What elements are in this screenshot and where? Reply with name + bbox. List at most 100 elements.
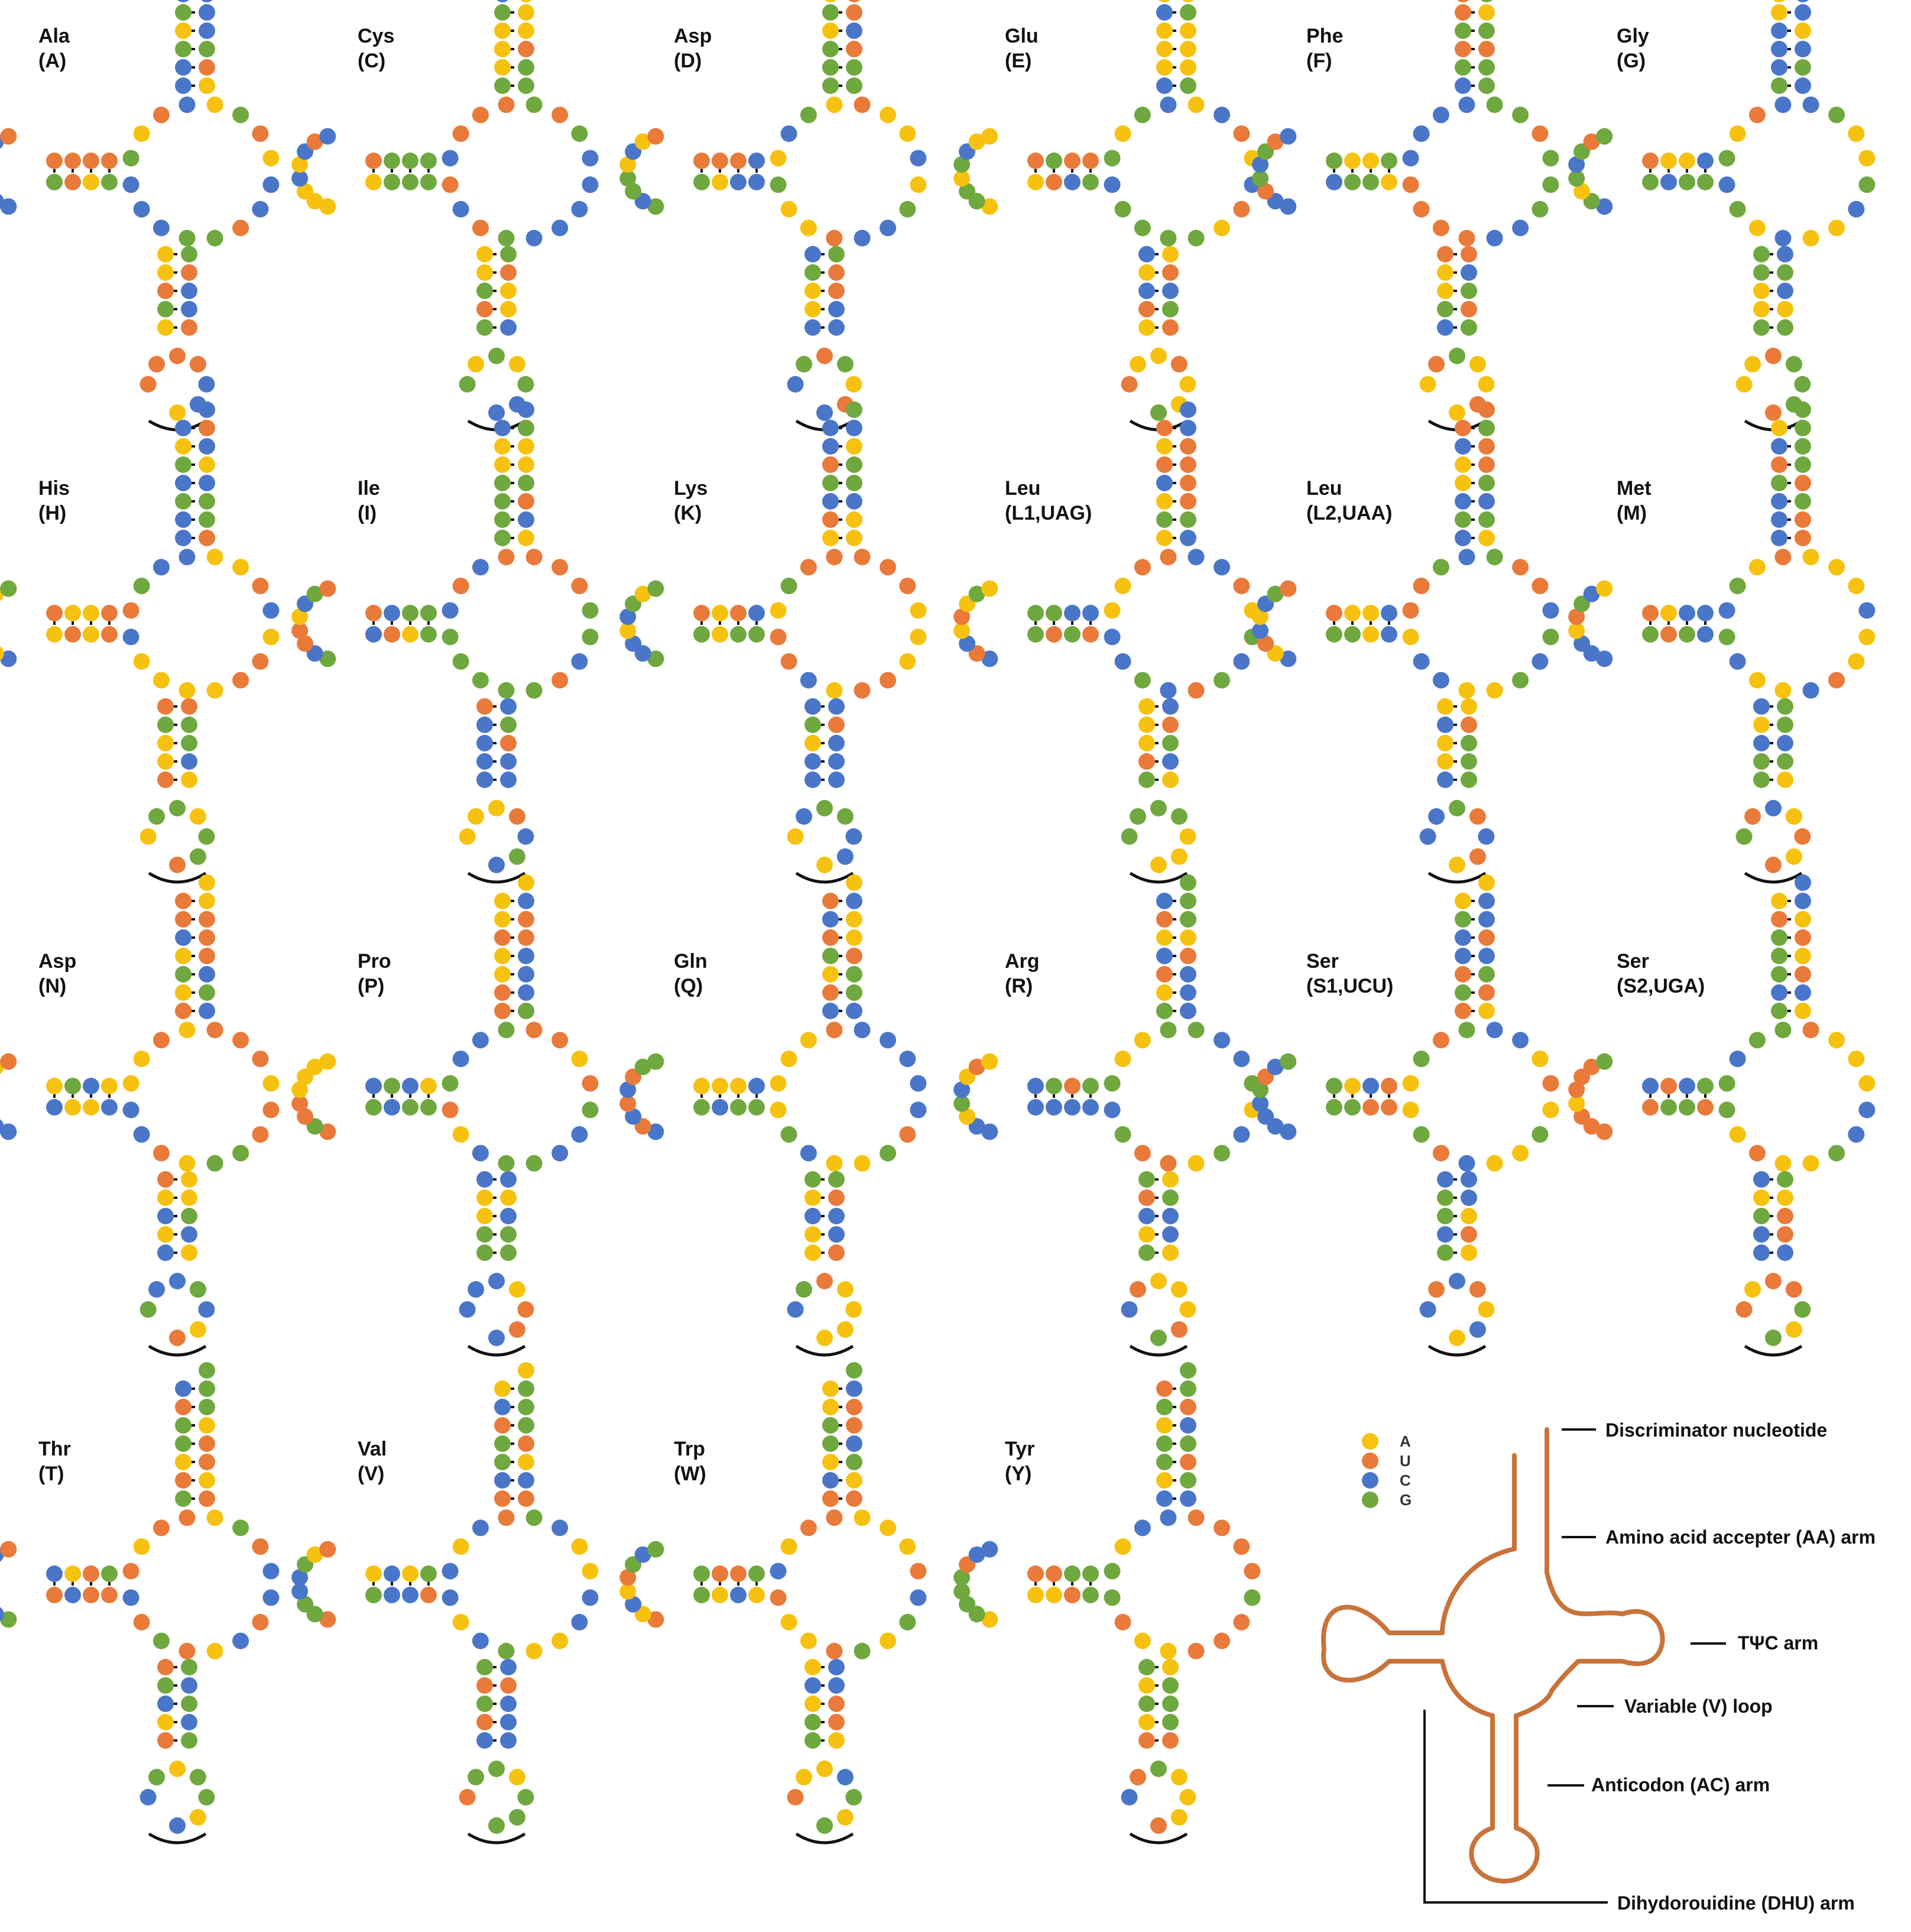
nucleotide bbox=[518, 420, 534, 436]
nucleotide bbox=[1156, 1435, 1173, 1452]
nucleotide bbox=[148, 1281, 166, 1298]
nucleotide bbox=[1162, 1171, 1179, 1188]
nucleotide bbox=[1326, 153, 1342, 169]
nucleotide bbox=[157, 1677, 174, 1694]
trna-label: Ser(S2,UGA) bbox=[1617, 949, 1705, 999]
nucleotide bbox=[0, 1607, 4, 1622]
nucleotide bbox=[1455, 59, 1471, 76]
nucleotide bbox=[1214, 1032, 1231, 1049]
nucleotide bbox=[175, 1472, 192, 1489]
nucleotide bbox=[306, 1058, 323, 1075]
nucleotide bbox=[1771, 475, 1787, 491]
nucleotide bbox=[1802, 229, 1819, 247]
nucleotide bbox=[822, 1417, 839, 1434]
nucleotide bbox=[1130, 1769, 1147, 1786]
trna-code: (T) bbox=[38, 1463, 64, 1485]
nucleotide bbox=[297, 635, 314, 652]
nucleotide bbox=[101, 1587, 118, 1603]
nucleotide bbox=[1381, 626, 1397, 643]
nucleotide bbox=[1104, 150, 1121, 167]
nucleotide bbox=[1188, 1642, 1205, 1659]
nucleotide bbox=[1170, 848, 1188, 865]
nucleotide bbox=[199, 511, 215, 528]
nucleotide bbox=[1419, 376, 1436, 393]
nucleotide bbox=[1437, 1244, 1453, 1261]
nucleotide bbox=[1233, 1613, 1250, 1630]
nucleotide bbox=[46, 174, 63, 190]
trna-structure bbox=[953, 874, 1261, 1357]
nucleotide bbox=[175, 493, 192, 510]
nucleotide bbox=[1027, 1587, 1044, 1603]
nucleotide bbox=[442, 1075, 459, 1092]
nucleotide bbox=[880, 1519, 897, 1536]
nucleotide bbox=[500, 1171, 517, 1188]
nucleotide bbox=[1469, 1281, 1486, 1298]
nucleotide bbox=[181, 1659, 197, 1675]
nucleotide bbox=[169, 1817, 186, 1834]
nucleotide bbox=[1381, 1099, 1397, 1116]
nucleotide bbox=[1795, 4, 1811, 21]
nucleotide bbox=[181, 1732, 197, 1749]
nucleotide bbox=[83, 1099, 99, 1116]
nucleotide bbox=[804, 771, 821, 788]
nucleotide bbox=[1114, 1538, 1131, 1555]
nucleotide bbox=[402, 1099, 418, 1116]
nucleotide bbox=[1478, 475, 1495, 491]
nucleotide bbox=[1362, 1099, 1379, 1116]
nucleotide bbox=[1461, 1189, 1477, 1206]
nucleotide bbox=[780, 125, 797, 142]
schematic-central-ring-bottom bbox=[1440, 1659, 1495, 1718]
nucleotide bbox=[1180, 41, 1196, 57]
nucleotide bbox=[199, 1399, 215, 1415]
nucleotide bbox=[179, 229, 196, 247]
nucleotide bbox=[910, 1101, 927, 1119]
nucleotide bbox=[494, 530, 511, 546]
nucleotide bbox=[846, 1399, 862, 1415]
nucleotide bbox=[157, 1714, 174, 1730]
nucleotide bbox=[262, 602, 280, 619]
nucleotide bbox=[1402, 1075, 1419, 1092]
nucleotide bbox=[828, 753, 845, 770]
nucleotide bbox=[472, 219, 489, 236]
trna-amino-acid: His bbox=[38, 477, 70, 500]
nucleotide bbox=[206, 1155, 223, 1172]
nucleotide bbox=[1214, 672, 1231, 689]
nucleotide bbox=[1138, 1714, 1155, 1730]
nucleotide bbox=[1138, 319, 1155, 336]
nucleotide bbox=[730, 626, 747, 643]
nucleotide bbox=[1478, 1301, 1495, 1318]
nucleotide bbox=[1046, 174, 1062, 190]
legend-label-g: G bbox=[1400, 1491, 1412, 1509]
nucleotide bbox=[910, 1075, 927, 1092]
nucleotide bbox=[1771, 911, 1787, 928]
nucleotide bbox=[1753, 698, 1770, 715]
trna-label: Val(V) bbox=[358, 1437, 387, 1486]
nucleotide bbox=[1156, 1417, 1173, 1434]
nucleotide bbox=[1233, 125, 1250, 142]
nucleotide bbox=[1828, 106, 1845, 124]
nucleotide bbox=[1214, 1632, 1231, 1649]
nucleotide bbox=[500, 735, 517, 751]
nucleotide bbox=[494, 456, 511, 473]
nucleotide bbox=[1437, 264, 1453, 281]
nucleotide bbox=[175, 1003, 192, 1019]
trna-code: (D) bbox=[674, 50, 702, 72]
nucleotide bbox=[319, 580, 336, 597]
nucleotide bbox=[780, 1126, 797, 1143]
nucleotide bbox=[488, 348, 505, 364]
nucleotide bbox=[634, 1546, 651, 1563]
nucleotide bbox=[101, 1078, 118, 1094]
nucleotide bbox=[1344, 174, 1361, 190]
nucleotide bbox=[826, 1509, 843, 1526]
nucleotide bbox=[64, 1099, 81, 1116]
nucleotide bbox=[1828, 672, 1845, 689]
nucleotide bbox=[571, 1538, 588, 1555]
nucleotide bbox=[442, 150, 459, 167]
nucleotide bbox=[822, 22, 839, 39]
nucleotide bbox=[582, 1101, 599, 1119]
trna-label: Cys(C) bbox=[358, 24, 394, 73]
nucleotide bbox=[1478, 893, 1495, 909]
nucleotide bbox=[157, 771, 174, 788]
nucleotide bbox=[1104, 602, 1121, 619]
nucleotide bbox=[476, 301, 493, 317]
